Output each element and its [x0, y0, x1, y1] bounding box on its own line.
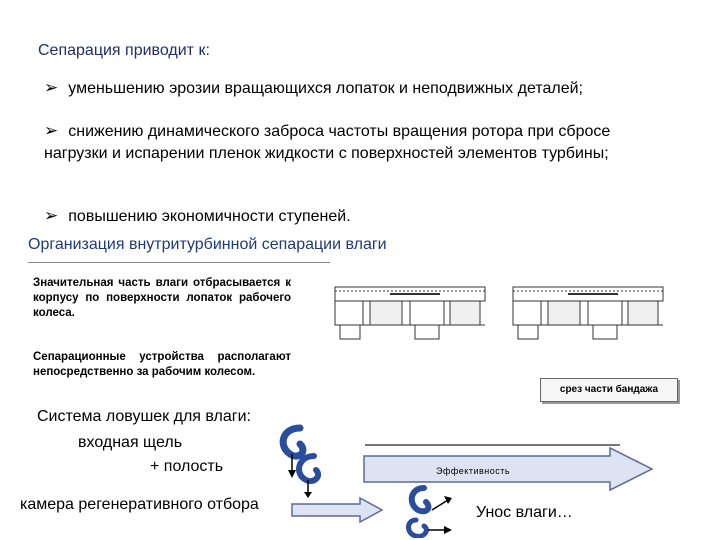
- paragraph-devices: Сепарационные устройства располагают неп…: [33, 351, 291, 378]
- faded-title-line: [365, 444, 620, 446]
- moisture-outflow-text: Унос влаги…: [476, 504, 573, 521]
- moisture-outflow-icon: [406, 485, 452, 538]
- stage-diagram-right: [512, 286, 664, 340]
- stage-diagram-left: [334, 286, 486, 340]
- trap-item-extraction-chamber: камера регенеративного отбора: [20, 496, 259, 513]
- trap-item-inlet-slot: входная щель: [78, 434, 183, 451]
- bullet-item-1: ➢уменьшению эрозии вращающихся лопаток и…: [44, 78, 583, 97]
- intro-text: Сепарация приводит к:: [38, 42, 210, 59]
- moisture-trap-icons: [279, 424, 322, 498]
- efficiency-arrow-label: Эффективность: [436, 466, 511, 476]
- efficiency-arrow: [363, 446, 654, 492]
- chamber-arrow: [291, 496, 384, 524]
- bullet-item-3: ➢повышению экономичности ступеней.: [44, 206, 351, 225]
- trap-item-cavity: + полость: [150, 458, 224, 475]
- turbine-stage-diagram: [334, 286, 664, 340]
- figure-caption: срез части бандажа: [540, 378, 678, 402]
- arrow-bullet-icon: ➢: [44, 78, 59, 97]
- section-heading: Организация внутритурбинной сепарации вл…: [28, 236, 387, 253]
- arrow-bullet-icon: ➢: [44, 121, 59, 140]
- heading-divider: [28, 262, 330, 263]
- bullet-item-2: ➢снижению динамического заброса частоты …: [44, 121, 611, 162]
- trap-hook-icon: [296, 453, 322, 484]
- trap-hook-icon: [279, 424, 307, 460]
- arrow-bullet-icon: ➢: [44, 206, 59, 225]
- traps-title: Система ловушек для влаги:: [37, 408, 251, 425]
- paragraph-separation: Значительная часть влаги отбрасывается к…: [33, 277, 291, 319]
